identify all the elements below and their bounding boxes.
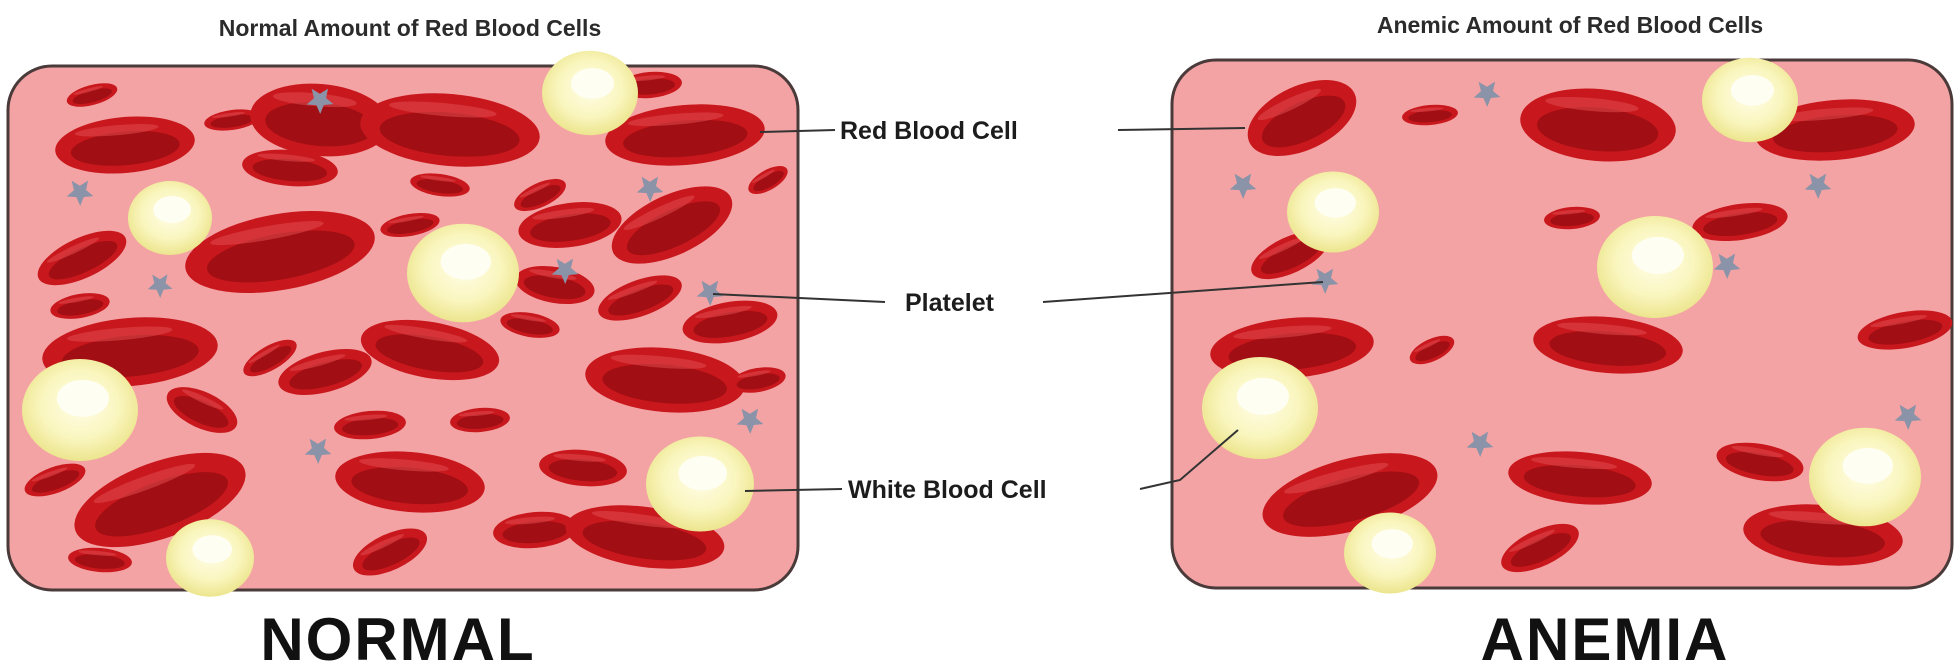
normal-blood-panel [8, 51, 798, 597]
normal-panel-heading: Normal Amount of Red Blood Cells [219, 15, 602, 41]
white-blood-cell [1597, 216, 1713, 318]
white-blood-cell [22, 359, 138, 461]
platelet-label: Platelet [905, 289, 995, 317]
anemia-panel-heading: Anemic Amount of Red Blood Cells [1377, 12, 1763, 38]
red-blood-cell-label: Red Blood Cell [840, 117, 1018, 145]
white-blood-cell [646, 436, 754, 531]
normal-caption: NORMAL [260, 606, 535, 668]
white-blood-cell [542, 51, 638, 135]
white-blood-cell [1202, 357, 1318, 459]
white-blood-cell [1702, 58, 1798, 142]
anemia-blood-panel [1172, 58, 1955, 594]
white-blood-cell [1287, 172, 1379, 253]
white-blood-cell [128, 181, 212, 255]
white-blood-cell [1344, 513, 1436, 594]
white-blood-cell-label: White Blood Cell [848, 476, 1047, 504]
anemia-caption: ANEMIA [1481, 606, 1730, 668]
white-blood-cell [166, 519, 254, 596]
white-blood-cell [1809, 428, 1921, 527]
white-blood-cell [407, 224, 519, 323]
